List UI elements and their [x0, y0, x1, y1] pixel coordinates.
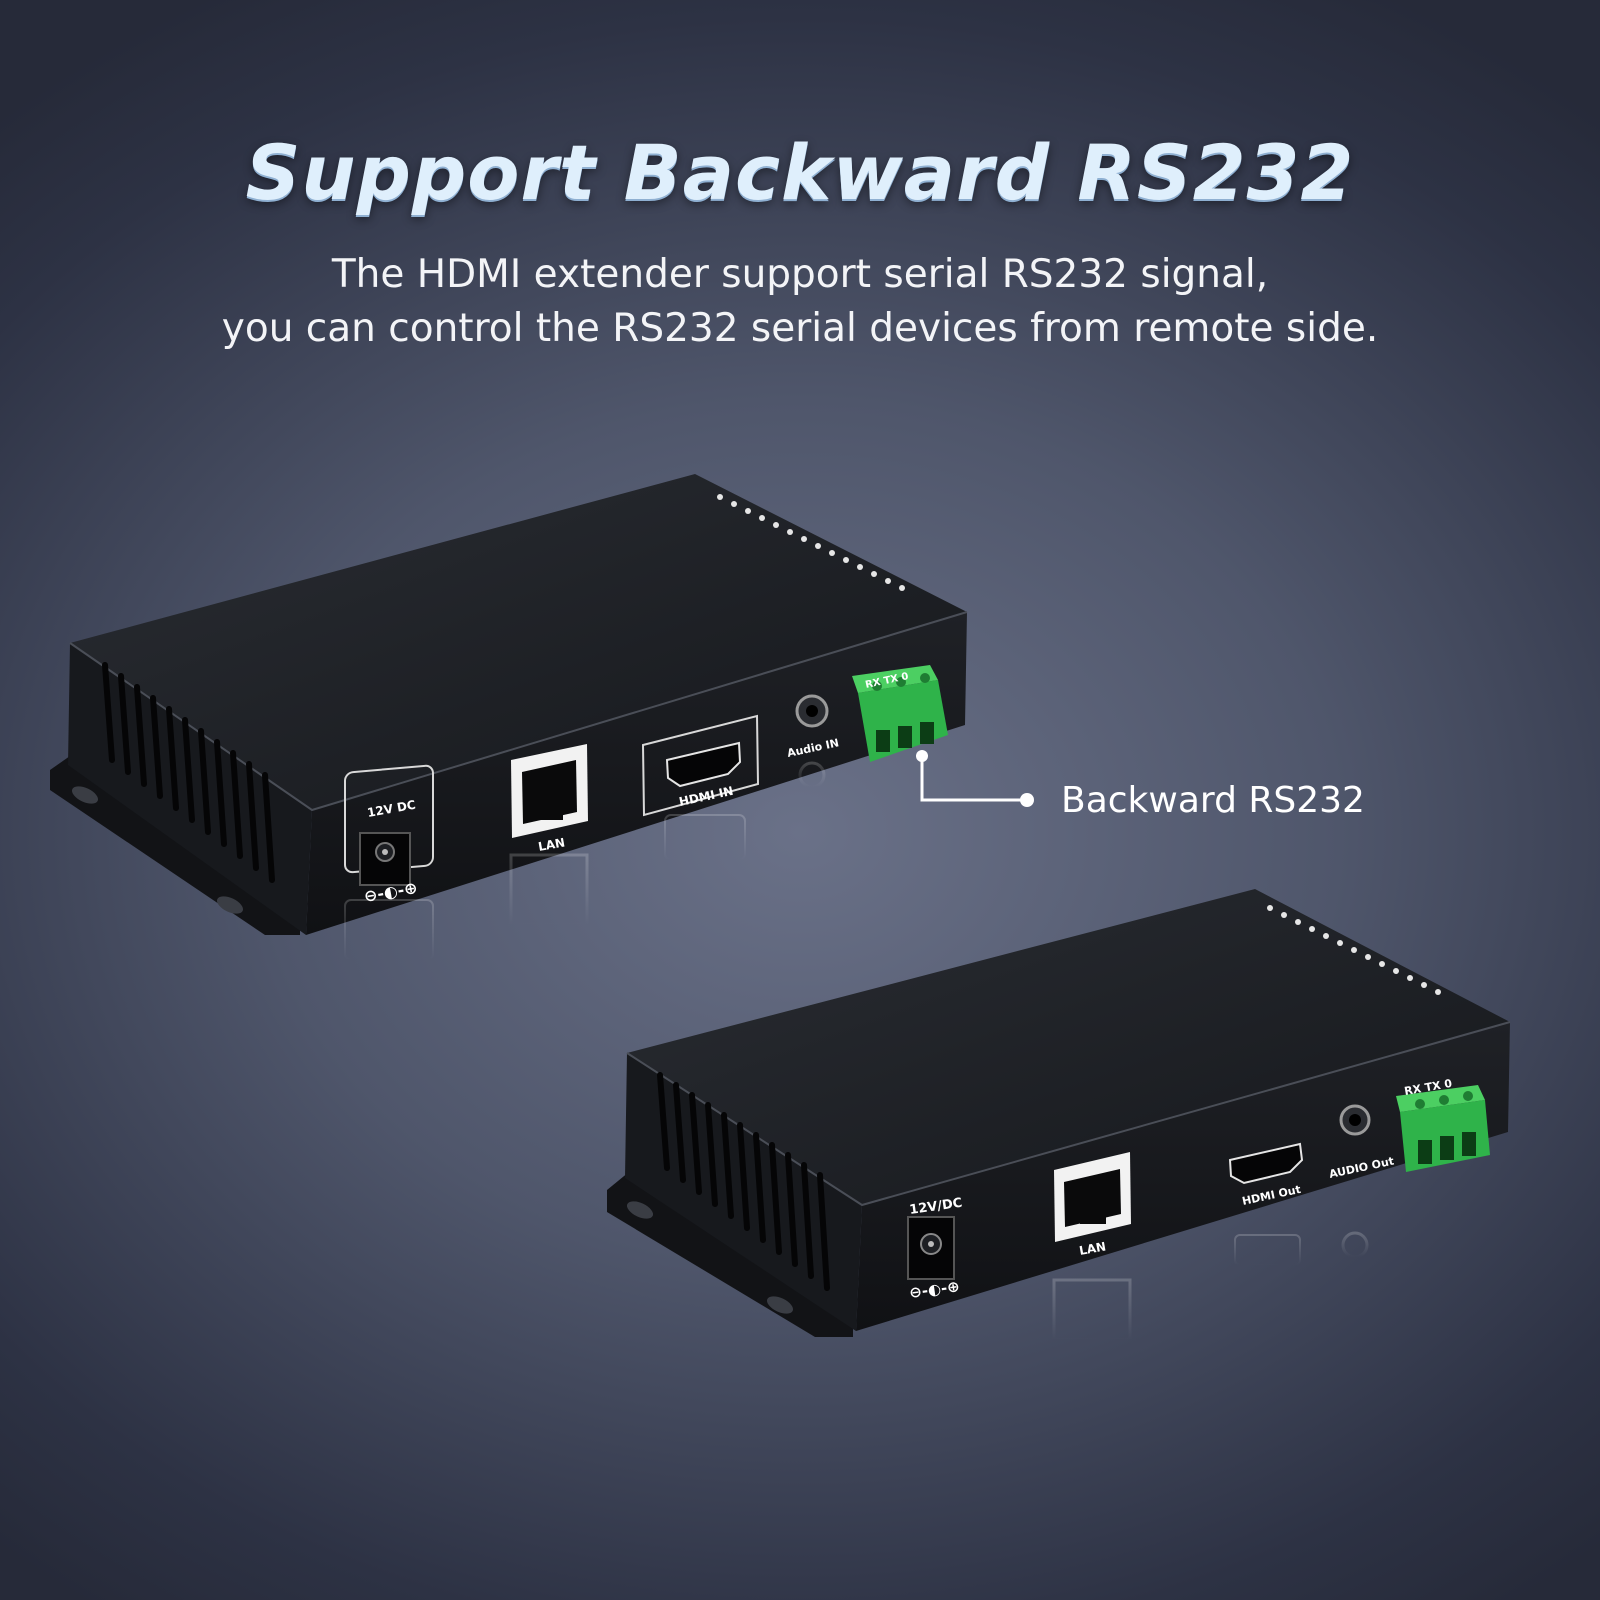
- power-label: 12V/DC: [908, 1196, 963, 1218]
- device-top-face: [627, 889, 1510, 1205]
- device-top-face: [70, 474, 967, 810]
- lan-label: LAN: [537, 835, 566, 853]
- lan-label: LAN: [1078, 1239, 1107, 1257]
- top-vent-holes: [1267, 905, 1441, 995]
- transmitter-device: 12V DC ⊖-◐-⊕ LAN HDMI IN Audio IN: [50, 474, 968, 961]
- hdmi-out-port[interactable]: [1228, 1142, 1304, 1185]
- hdmi-in-port[interactable]: [641, 714, 760, 817]
- device-reflection: [1052, 1231, 1369, 1342]
- device-front-face: [856, 1022, 1510, 1331]
- power-port[interactable]: [344, 764, 434, 886]
- power-port[interactable]: [907, 1216, 955, 1280]
- device-reflection: [344, 761, 826, 961]
- side-vent-slots: [657, 1072, 830, 1291]
- backward-rs232-callout-label: Backward RS232: [1061, 780, 1365, 821]
- receiver-device: 12V/DC ⊖-◐-⊕ LAN HDMI Out AUDIO Out: [607, 889, 1511, 1342]
- callout-connector: [916, 750, 1034, 807]
- description-line-2: you can control the RS232 serial devices…: [221, 306, 1379, 351]
- top-vent-holes: [717, 494, 905, 591]
- audio-out-jack[interactable]: [1339, 1104, 1371, 1136]
- description-line-1: The HDMI extender support serial RS232 s…: [331, 252, 1269, 297]
- rs232-terminal-block[interactable]: [852, 665, 948, 762]
- lan-port[interactable]: [511, 744, 588, 838]
- side-vent-slots: [102, 662, 275, 883]
- audio-in-jack[interactable]: [795, 694, 829, 728]
- rs232-terminal-block[interactable]: [1396, 1085, 1490, 1172]
- page-title: Support Backward RS232: [245, 128, 1355, 217]
- device-front-face: [306, 612, 967, 935]
- lan-port[interactable]: [1054, 1152, 1131, 1242]
